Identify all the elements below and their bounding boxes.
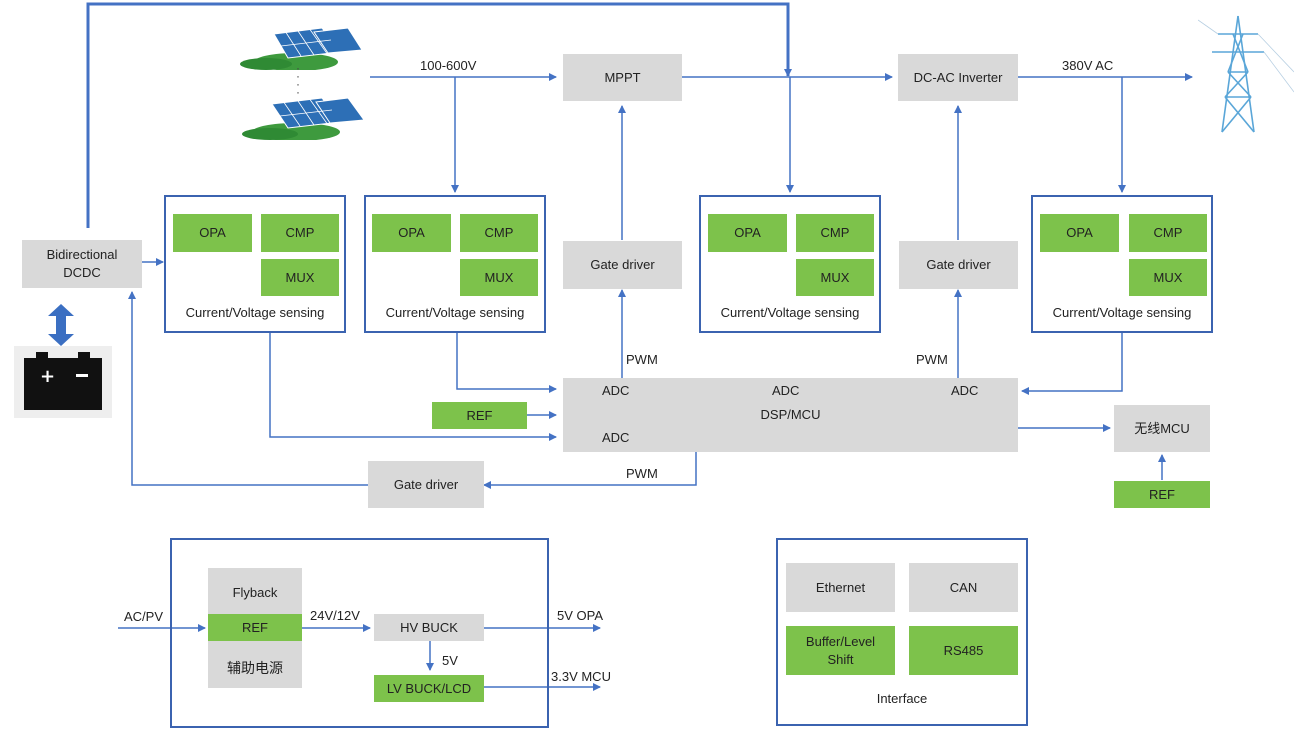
sensing-caption: Current/Voltage sensing — [1052, 305, 1192, 320]
ref-label: REF — [1149, 486, 1175, 502]
gate-driver-mppt: Gate driver — [563, 241, 682, 289]
ethernet-block: Ethernet — [786, 563, 895, 612]
ac-voltage-label: 380V AC — [1062, 58, 1114, 73]
cmp-block: CMP — [796, 214, 874, 252]
mux-block: MUX — [460, 259, 538, 296]
sensing-caption: Current/Voltage sensing — [385, 305, 525, 320]
cmp-label: CMP — [820, 225, 850, 240]
opa-block: OPA — [372, 214, 451, 252]
buffer-level-shift-label: Buffer/Level Shift — [805, 633, 876, 667]
svg-text:+: + — [40, 366, 55, 387]
adc-label: ADC — [951, 383, 979, 398]
ref-label: REF — [466, 407, 493, 423]
inverter-block: DC-AC Inverter — [898, 54, 1018, 101]
cmp-label: CMP — [1153, 225, 1183, 240]
hv-buck-block: HV BUCK — [374, 614, 484, 641]
lv-buck-block: LV BUCK/LCD — [374, 675, 484, 702]
ref-block: REF — [208, 614, 302, 641]
mppt-label: MPPT — [604, 69, 641, 85]
mux-label: MUX — [484, 269, 514, 285]
cmp-label: CMP — [285, 225, 315, 240]
opa-output-label: 5V OPA — [557, 608, 604, 623]
sensing-module-4 — [1031, 195, 1213, 333]
solar-panel-icon — [240, 27, 363, 70]
wireless-mcu-block: 无线MCU — [1114, 405, 1210, 452]
mux-label: MUX — [820, 269, 850, 285]
sensing-caption: Current/Voltage sensing — [185, 305, 325, 320]
gate-driver-label: Gate driver — [393, 476, 459, 492]
sensing-module-2 — [364, 195, 546, 333]
ellipsis-dots: ···· — [296, 61, 300, 99]
mcu-output-label: 3.3V MCU — [551, 669, 611, 684]
can-block: CAN — [909, 563, 1018, 612]
opa-block: OPA — [1040, 214, 1119, 252]
mux-block: MUX — [796, 259, 874, 296]
gate-driver-dcdc: Gate driver — [368, 461, 484, 508]
sensing-caption: Current/Voltage sensing — [720, 305, 860, 320]
cmp-block: CMP — [261, 214, 339, 252]
gate-driver-label: Gate driver — [926, 257, 991, 272]
adc-label: ADC — [772, 383, 800, 398]
opa-label: OPA — [398, 225, 425, 240]
inverter-label: DC-AC Inverter — [913, 69, 1003, 85]
battery-icon: + — [14, 346, 112, 418]
wireless-mcu-label: 无线MCU — [1134, 420, 1190, 436]
mux-block: MUX — [261, 259, 339, 296]
dsp-mcu-block: DSP/MCU — [563, 378, 1018, 452]
can-label: CAN — [949, 579, 978, 595]
hv-rail-label: 24V/12V — [310, 608, 360, 623]
opa-label: OPA — [734, 225, 761, 240]
hv-buck-label: HV BUCK — [400, 619, 458, 635]
opa-block: OPA — [173, 214, 252, 252]
buffer-level-shift-block: Buffer/Level Shift — [786, 626, 895, 675]
ethernet-label: Ethernet — [815, 579, 866, 595]
ref-block: REF — [432, 402, 527, 429]
flyback-label: Flyback — [232, 585, 278, 600]
adc-label: ADC — [602, 430, 630, 445]
pv-voltage-label: 100-600V — [420, 58, 477, 73]
aux-power-label: 辅助电源 — [227, 660, 283, 676]
five-volt-label: 5V — [442, 653, 458, 668]
ref-block: REF — [1114, 481, 1210, 508]
mux-label: MUX — [285, 269, 315, 285]
interface-caption: Interface — [876, 691, 928, 706]
interface-frame — [776, 538, 1028, 726]
rs485-label: RS485 — [943, 642, 984, 658]
transmission-tower-icon — [1198, 15, 1294, 133]
mppt-block: MPPT — [563, 54, 682, 101]
lv-buck-label: LV BUCK/LCD — [386, 680, 472, 696]
mux-block: MUX — [1129, 259, 1207, 296]
input-label: AC/PV — [124, 609, 164, 624]
pwm-label: PWM — [626, 352, 658, 367]
bidirectional-dcdc-label: Bidirectional DCDC — [46, 247, 118, 280]
sensing-module-1 — [164, 195, 346, 333]
opa-block: OPA — [708, 214, 787, 252]
dsp-mcu-label: DSP/MCU — [760, 407, 821, 422]
aux-power-frame — [170, 538, 549, 728]
ref-label: REF — [242, 619, 268, 635]
gate-driver-inverter: Gate driver — [899, 241, 1018, 289]
opa-label: OPA — [1066, 225, 1093, 240]
adc-label: ADC — [602, 383, 630, 398]
solar-panel-icon — [242, 97, 365, 140]
gate-driver-label: Gate driver — [590, 257, 655, 272]
cmp-label: CMP — [484, 225, 514, 240]
opa-label: OPA — [199, 225, 226, 240]
double-arrow-icon — [48, 304, 74, 346]
pwm-label: PWM — [916, 352, 948, 367]
cmp-block: CMP — [460, 214, 538, 252]
cmp-block: CMP — [1129, 214, 1207, 252]
mux-label: MUX — [1153, 269, 1183, 285]
bidirectional-dcdc-block: Bidirectional DCDC — [22, 240, 142, 288]
sensing-module-3 — [699, 195, 881, 333]
pwm-label: PWM — [626, 466, 658, 481]
rs485-block: RS485 — [909, 626, 1018, 675]
